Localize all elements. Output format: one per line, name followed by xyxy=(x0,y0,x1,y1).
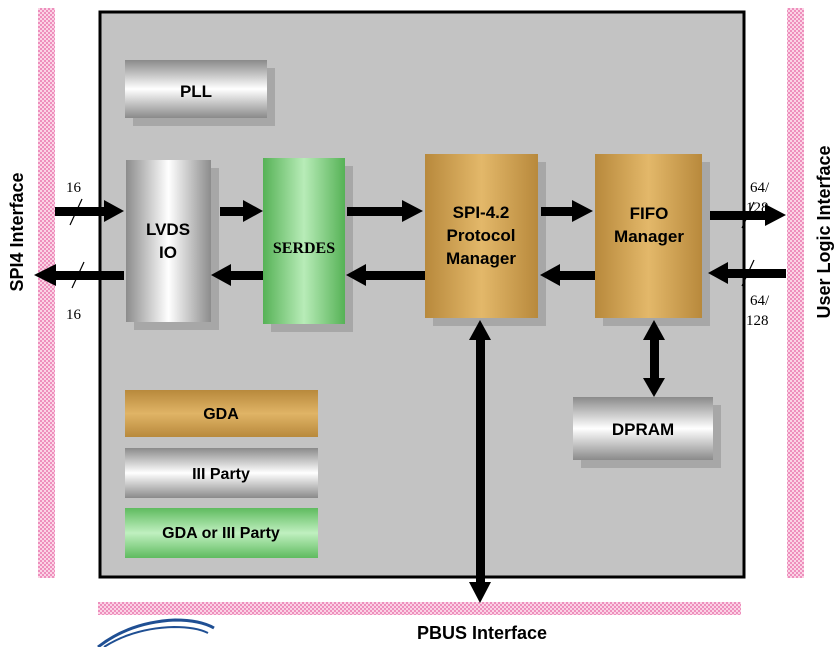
bus-width-left-in: 16 xyxy=(66,180,82,196)
legend-gda-label: GDA xyxy=(203,406,239,423)
bus-width-slashes xyxy=(69,198,755,289)
data-arrows xyxy=(34,200,786,603)
lvds-label-line1: LVDS xyxy=(146,220,190,239)
spi4-interface-label: SPI4 Interface xyxy=(7,172,27,291)
bus-width-right-in-2: 128 xyxy=(746,313,769,329)
spi-label-line2: Protocol xyxy=(447,226,516,245)
pbus-interface-label: PBUS Interface xyxy=(417,623,547,643)
legend-gda-swatch xyxy=(125,390,318,437)
lvds-io-block xyxy=(126,160,211,322)
fifo-manager-block xyxy=(595,154,702,318)
dpram-block xyxy=(573,397,713,460)
fifo-label-line1: FIFO xyxy=(630,204,669,223)
spi-label-line3: Manager xyxy=(446,249,516,268)
bus-width-left-out: 16 xyxy=(66,307,82,323)
legend-either-swatch xyxy=(125,508,318,558)
fifo-label-line2: Manager xyxy=(614,227,684,246)
legend-third-party-label: III Party xyxy=(192,466,250,483)
bus-width-right-in-1: 64/ xyxy=(750,293,770,309)
spi4-interface-strip xyxy=(38,8,55,578)
legend-third-party-swatch xyxy=(125,448,318,498)
dpram-label: DPRAM xyxy=(612,420,674,439)
pll-block xyxy=(125,60,267,118)
lvds-label-line2: IO xyxy=(159,243,177,262)
serdes-block xyxy=(263,158,345,324)
logo-icon xyxy=(97,618,215,647)
user-logic-interface-label: User Logic Interface xyxy=(814,145,834,318)
pbus-interface-strip xyxy=(98,602,741,615)
legend-either-label: GDA or III Party xyxy=(162,525,280,542)
bus-width-right-out-2: 128 xyxy=(746,200,769,216)
user-logic-interface-strip xyxy=(787,8,804,578)
serdes-label: SERDES xyxy=(273,240,335,257)
pll-label: PLL xyxy=(180,82,212,101)
spi-label-line1: SPI-4.2 xyxy=(453,203,510,222)
spi-protocol-manager-block xyxy=(425,154,538,318)
bus-width-right-out-1: 64/ xyxy=(750,180,770,196)
